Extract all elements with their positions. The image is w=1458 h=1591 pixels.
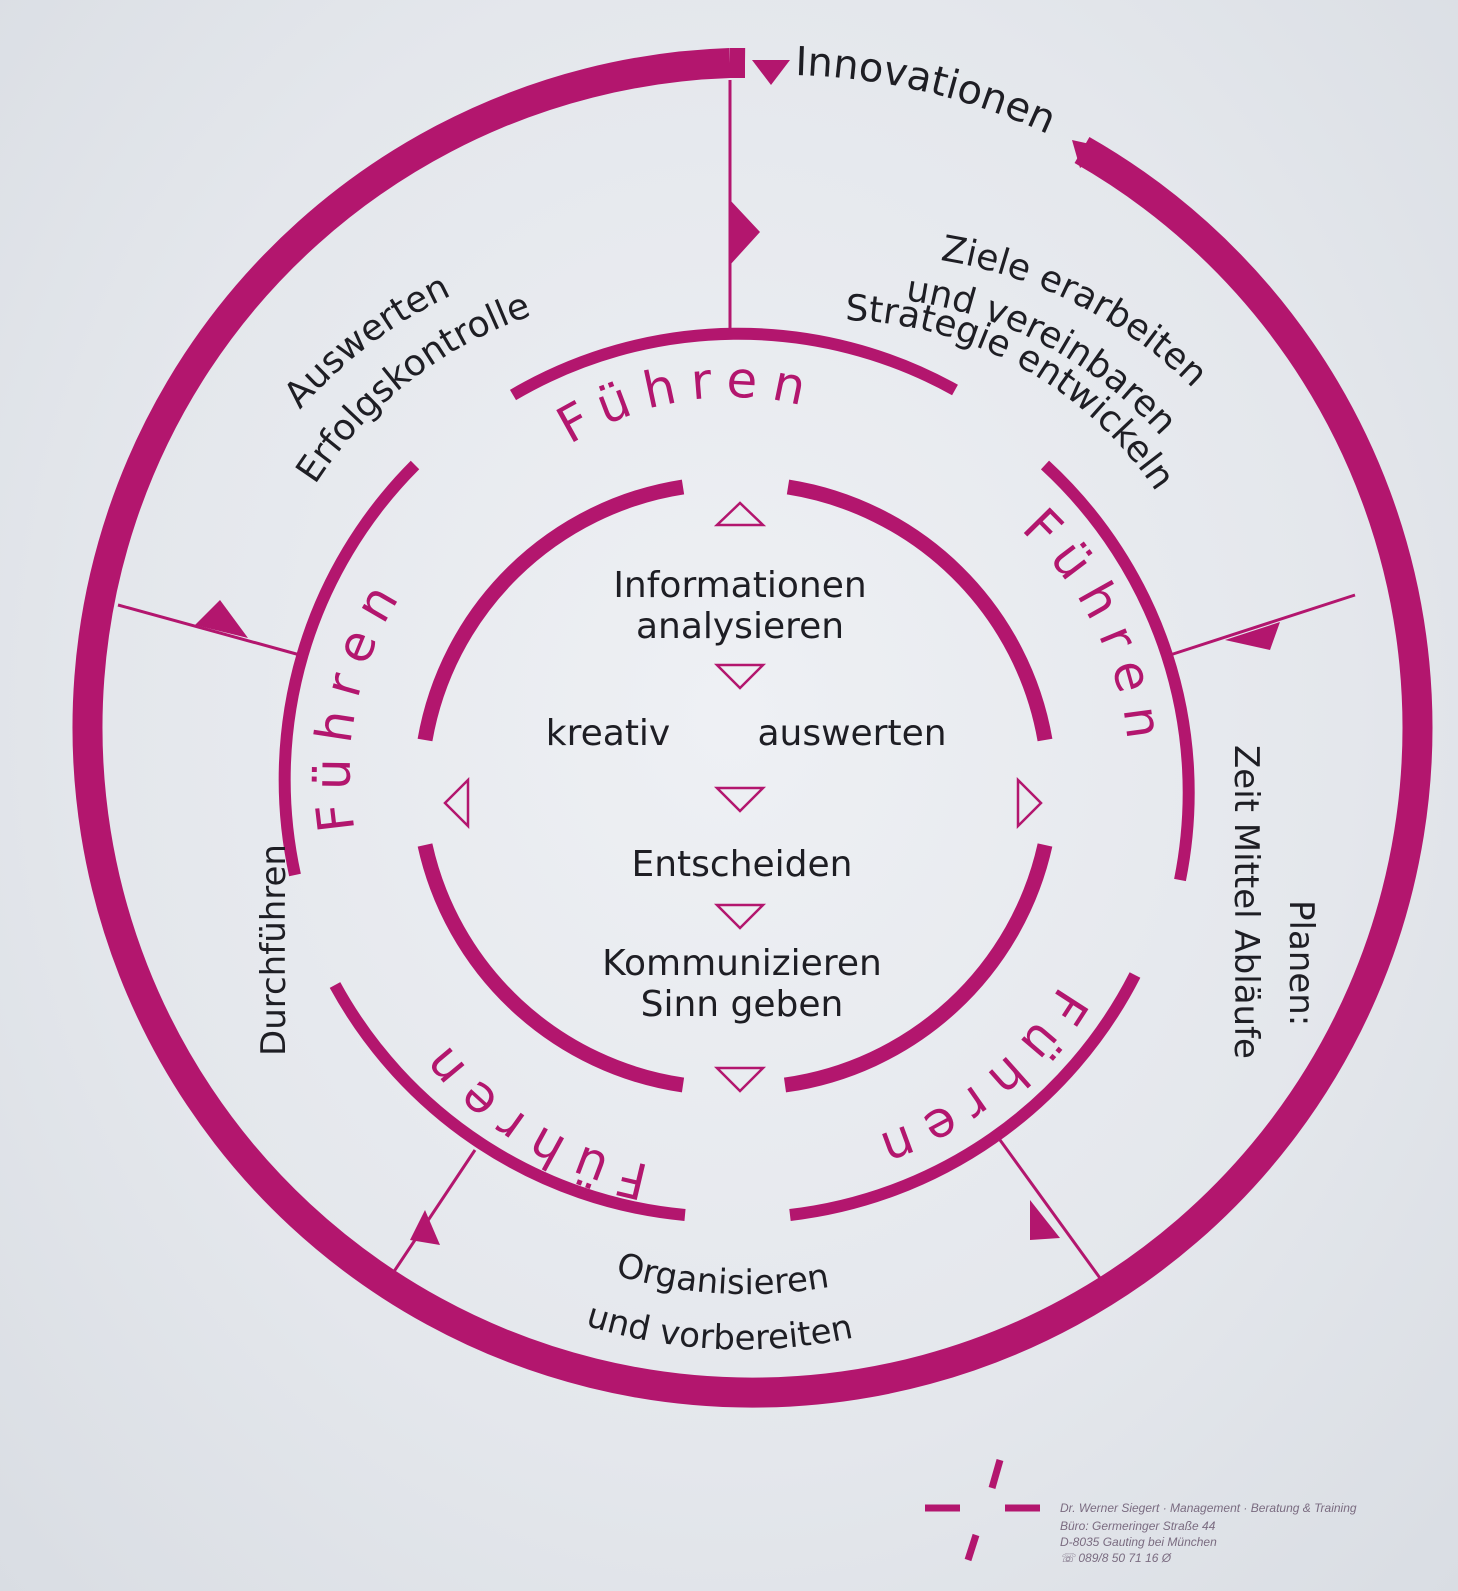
fuhren-top: Führen — [547, 350, 824, 454]
step1-line-2: analysieren — [636, 606, 844, 647]
planning-line-2: Zeit Mittel Abläufe — [1226, 745, 1266, 1059]
triangle-down-icon — [713, 903, 767, 930]
organize-line-2: und vorbereiten — [582, 1295, 856, 1358]
company-logo — [925, 1459, 1040, 1562]
step2-left: kreativ — [546, 713, 671, 754]
triangle-down-icon — [713, 786, 767, 813]
outer-ring — [72, 47, 1433, 1408]
triangle-right-icon — [1016, 776, 1043, 830]
step2-right: auswerten — [757, 713, 946, 754]
cycle-flags — [195, 200, 1280, 1245]
triangle-up-icon — [713, 501, 767, 527]
step4-line-2: Sinn geben — [641, 984, 844, 1025]
triangle-down-icon — [713, 663, 767, 690]
step4-line-1: Kommunizieren — [602, 943, 882, 984]
innovation-arrow-left — [752, 60, 790, 85]
step1-line-1: Informationen — [613, 565, 866, 606]
inner-ring — [417, 479, 1053, 1093]
triangle-down-icon — [713, 1066, 767, 1093]
execute-label: Durchführen — [254, 844, 294, 1056]
footer-line-4: ☏ 089/8 50 71 16 Ø — [1060, 1551, 1172, 1565]
footer-line-1: Dr. Werner Siegert · Management · Beratu… — [1060, 1501, 1357, 1515]
triangle-left-icon — [443, 776, 470, 830]
cycle-spokes — [117, 80, 1356, 1286]
organize-line-1: Organisieren — [613, 1245, 832, 1303]
footer-line-3: D-8035 Gauting bei München — [1060, 1535, 1217, 1549]
footer-line-2: Büro: Germeringer Straße 44 — [1060, 1519, 1216, 1533]
flow-triangles — [443, 501, 1043, 1093]
innovationen-label: Innovationen — [795, 39, 1063, 143]
step3-label: Entscheiden — [631, 844, 852, 885]
middle-ring — [278, 327, 1195, 1221]
innovation-arrow-right — [1072, 140, 1108, 168]
planning-line-1: Planen: — [1281, 900, 1321, 1026]
